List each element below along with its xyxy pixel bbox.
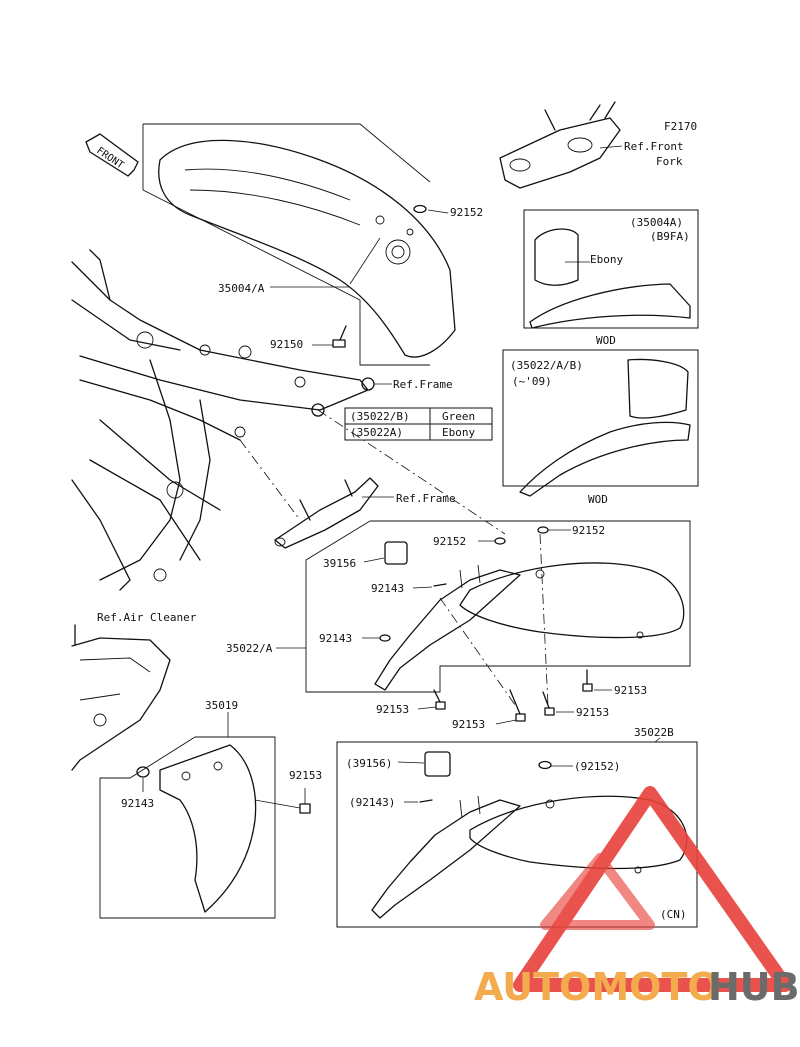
bolt-92150 — [332, 325, 347, 348]
label-92152-paren: (92152) — [574, 760, 620, 773]
figure-code: F2170 — [664, 120, 697, 133]
inset-front-sub: (B9FA) — [650, 230, 690, 243]
front-fork-bracket — [499, 101, 621, 189]
inset-rear-fender-side — [519, 421, 691, 497]
label-92153-b: 92153 — [452, 718, 485, 731]
label-92143-paren: (92143) — [349, 796, 395, 809]
variant-35022B-box — [336, 741, 698, 928]
clip-92152-c — [537, 526, 549, 534]
label-92153-e: 92153 — [289, 769, 322, 782]
washer-92152-a — [413, 204, 427, 214]
label-cn-note: (CN) — [660, 908, 687, 921]
label-ref-frame-a: Ref.Frame — [393, 378, 453, 391]
label-92152-b: 92152 — [433, 535, 466, 548]
label-92143-c: 92143 — [121, 797, 154, 810]
label-92152-a: 92152 — [450, 206, 483, 219]
clip-92152-b — [494, 537, 506, 545]
inset-rear-patch — [627, 358, 689, 419]
inset-front-caption: WOD — [596, 334, 616, 347]
automotohub-watermark: AUTOMOTO HUB — [474, 786, 800, 1009]
label-ref-front-fork-2: Fork — [656, 155, 683, 168]
bolt-92153-a — [433, 689, 446, 710]
clip-92143-a — [433, 583, 447, 587]
inset-rear-caption: WOD — [588, 493, 608, 506]
clip-92143-variant — [419, 799, 433, 803]
label-92153-d: 92153 — [614, 684, 647, 697]
inset-front-fender-side — [529, 283, 691, 329]
rear-frame-bracket — [274, 477, 379, 549]
label-39156-paren: (39156) — [346, 757, 392, 770]
inset-front-patch — [534, 228, 579, 286]
bolt-92153-c — [542, 691, 555, 716]
label-35004: 35004/A — [218, 282, 265, 295]
watermark-text-hub: HUB — [708, 965, 800, 1009]
label-92153-a: 92153 — [376, 703, 409, 716]
clip-92143-b — [379, 634, 391, 642]
frame — [71, 249, 375, 591]
color-table-color-2: Ebony — [442, 426, 475, 439]
air-cleaner — [71, 624, 171, 771]
front-arrow-icon: FRONT — [85, 133, 139, 177]
inset-rear-code: (35022/A/B) — [510, 359, 583, 372]
watermark-triangle-icon — [513, 786, 792, 992]
inset-front-code: (35004A) — [630, 216, 683, 229]
color-table-part-2: (35022A) — [350, 426, 403, 439]
color-table: (35022/B) Green (35022A) Ebony — [344, 407, 493, 441]
label-92143-a: 92143 — [371, 582, 404, 595]
label-35019: 35019 — [205, 699, 238, 712]
sticker-39156-variant — [424, 751, 451, 777]
inset-rear-sub: (~'09) — [512, 375, 552, 388]
watermark-text-automoto: AUTOMOTO — [474, 965, 720, 1009]
label-35022: 35022/A — [226, 642, 273, 655]
rear-fender-variant — [371, 795, 688, 919]
label-ref-frame-b: Ref.Frame — [396, 492, 456, 505]
label-92152-c: 92152 — [572, 524, 605, 537]
sticker-39156 — [384, 541, 408, 565]
label-ref-air-cleaner: Ref.Air Cleaner — [97, 611, 197, 624]
inset-front-color: Ebony — [590, 253, 623, 266]
label-35022B: 35022B — [634, 726, 674, 739]
label-ref-front-fork-1: Ref.Front — [624, 140, 684, 153]
color-table-color-1: Green — [442, 410, 475, 423]
inset-front-fender — [523, 209, 699, 329]
label-92143-b: 92143 — [319, 632, 352, 645]
label-39156: 39156 — [323, 557, 356, 570]
label-92153-c: 92153 — [576, 706, 609, 719]
bolt-92153-e — [299, 803, 311, 814]
front-fender — [158, 139, 456, 358]
mudflap-box — [99, 736, 276, 919]
inset-rear-fender — [502, 349, 699, 487]
grommet-92143-c — [136, 766, 150, 778]
rear-fender-box — [305, 520, 691, 693]
rear-fender — [374, 562, 685, 691]
clip-92152-variant — [538, 760, 552, 770]
label-92150: 92150 — [270, 338, 303, 351]
mudflap — [159, 744, 257, 913]
color-table-part-1: (35022/B) — [350, 410, 410, 423]
bolt-92153-b — [509, 689, 526, 722]
front-fender-box — [143, 123, 431, 183]
bolt-92153-d — [582, 669, 593, 692]
